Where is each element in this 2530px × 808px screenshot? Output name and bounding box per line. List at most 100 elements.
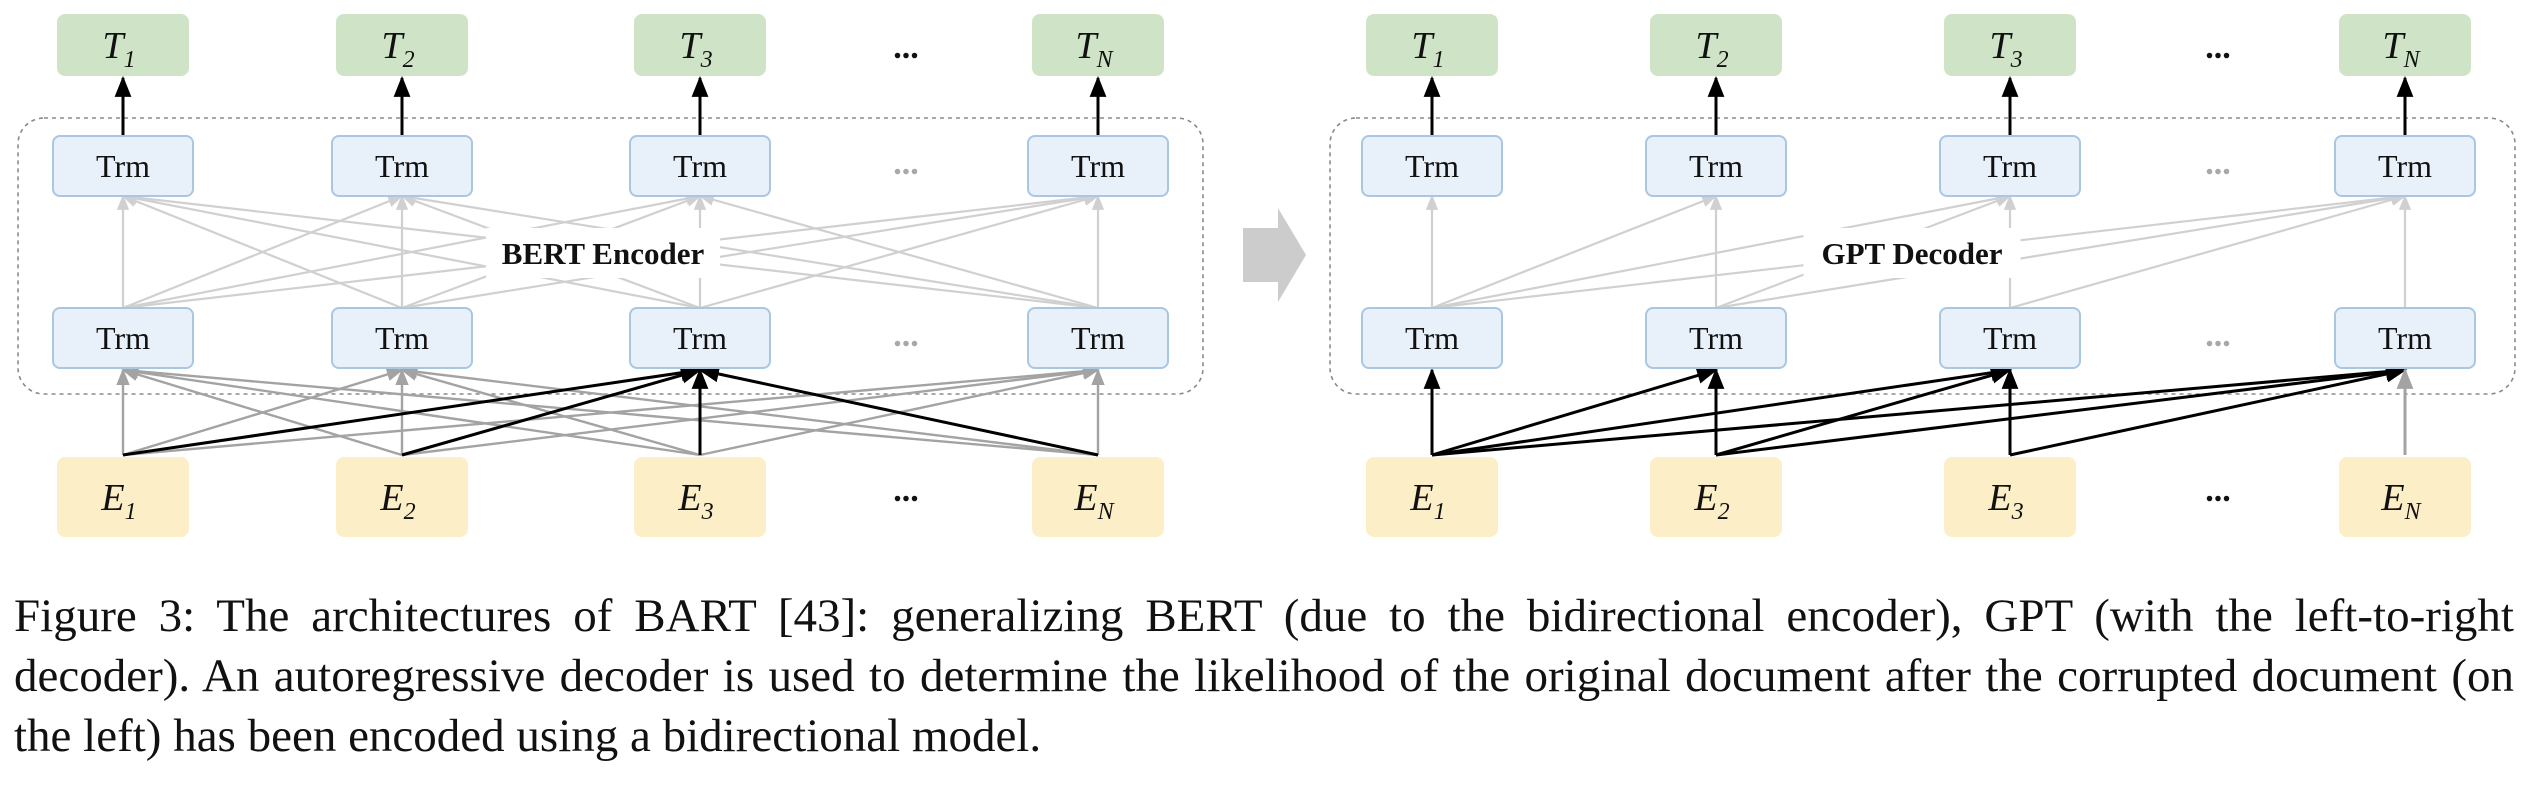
highlight-line (122, 364, 703, 457)
bert-encoder-panel: BERT EncoderTrmTrmTrmTrmTrmTrmTrmTrm....… (17, 14, 1204, 537)
output-token-1-label: T1 (1411, 25, 1444, 73)
trm-top-1 (52, 135, 194, 197)
attention-line (698, 193, 1099, 310)
input-token-3-box (634, 457, 766, 537)
ellipsis-2: ... (2205, 145, 2231, 182)
output-token-4-box (2339, 14, 2471, 76)
output-token-4-label: TN (2382, 25, 2421, 73)
bidirectional-line (121, 367, 403, 457)
input-token-4-box (1032, 457, 1164, 537)
transition-arrow (1243, 208, 1306, 302)
output-token-1-box (1366, 14, 1498, 76)
trm-top-4-label: Trm (2378, 148, 2432, 184)
input-token-4-box (2339, 457, 2471, 537)
output-token-2-box (336, 14, 468, 76)
trm-top-3-label: Trm (673, 148, 727, 184)
bidirectional-line (400, 365, 1099, 457)
attention-line (1431, 194, 1718, 310)
attention-line (1431, 192, 2012, 310)
input-token-3-label: E3 (1987, 477, 2023, 525)
causal-line (1715, 367, 2013, 457)
causal-line (1431, 363, 2408, 457)
ellipsis-3: ... (2205, 317, 2231, 354)
ellipsis-1: ... (893, 29, 919, 66)
trm-top-1-label: Trm (96, 148, 150, 184)
causal-line (1431, 367, 1719, 457)
trm-top-3 (629, 135, 771, 197)
trm-top-1-label: Trm (1405, 148, 1459, 184)
trm-top-2 (1645, 135, 1787, 197)
highlight-line (401, 367, 703, 457)
output-token-1-box (57, 14, 189, 76)
trm-bottom-1-label: Trm (1405, 320, 1459, 356)
ellipsis-4: ... (893, 472, 919, 509)
trm-top-2-label: Trm (375, 148, 429, 184)
ellipsis-4: ... (2205, 472, 2231, 509)
attention-line (400, 192, 1099, 310)
figure-caption: Figure 3: The architectures of BART [43]… (14, 590, 2514, 762)
title-backing (1803, 228, 2021, 278)
causal-line (1431, 364, 2013, 457)
trm-bottom-1-label: Trm (96, 320, 150, 356)
trm-bottom-2 (1645, 307, 1787, 369)
output-token-3-box (1944, 14, 2076, 76)
architecture-diagram: BERT EncoderTrmTrmTrmTrmTrmTrmTrmTrm....… (17, 14, 2516, 537)
trm-bottom-3 (629, 307, 771, 369)
gpt-decoder-panel: GPT DecoderTrmTrmTrmTrmTrmTrmTrmTrm.....… (1329, 14, 2516, 537)
attention-line (2009, 193, 2407, 310)
trm-bottom-2 (331, 307, 473, 369)
trm-top-1 (1361, 135, 1503, 197)
trm-top-3 (1939, 135, 2081, 197)
input-token-2-box (1650, 457, 1782, 537)
input-token-2-label: E2 (379, 477, 415, 525)
trm-bottom-1 (1361, 307, 1503, 369)
trm-bottom-1 (52, 307, 194, 369)
input-token-1-label: E1 (1409, 477, 1445, 525)
input-token-4-label: EN (1073, 477, 1115, 525)
trm-top-4 (2334, 135, 2476, 197)
output-token-3-label: T3 (1989, 25, 2022, 73)
trm-bottom-4 (1027, 307, 1169, 369)
causal-line (1715, 363, 2408, 457)
trm-bottom-3-label: Trm (1983, 320, 2037, 356)
trm-bottom-4 (2334, 307, 2476, 369)
block-title: GPT Decoder (1821, 236, 2002, 271)
output-token-2-label: T2 (1695, 25, 1728, 73)
input-token-1-label: E1 (100, 477, 136, 525)
output-token-3-box (634, 14, 766, 76)
trm-top-4 (1027, 135, 1169, 197)
attention-line (1715, 192, 2407, 310)
output-token-3-label: T3 (679, 25, 712, 73)
trm-top-4-label: Trm (1071, 148, 1125, 184)
trm-bottom-2-label: Trm (375, 320, 429, 356)
layer-container (1329, 117, 2516, 395)
input-token-1-box (57, 457, 189, 537)
input-attention-lines (116, 364, 1105, 457)
input-attention-lines (1423, 363, 2414, 457)
output-arrows (114, 75, 1107, 136)
output-token-2-box (1650, 14, 1782, 76)
highlight-line (697, 365, 1099, 457)
attention-line (121, 192, 701, 310)
block-title: BERT Encoder (502, 236, 705, 271)
trm-top-3-label: Trm (1983, 148, 2037, 184)
trm-bottom-4-label: Trm (1071, 320, 1125, 356)
input-token-2-box (336, 457, 468, 537)
attention-line (121, 194, 403, 310)
input-token-3-box (1944, 457, 2076, 537)
causal-line (2009, 365, 2408, 457)
right-arrow-icon (1243, 208, 1306, 302)
layer-container (17, 117, 1204, 395)
output-token-2-label: T2 (381, 25, 414, 73)
input-token-4-label: EN (2380, 477, 2422, 525)
input-token-2-label: E2 (1693, 477, 1729, 525)
trm-bottom-3-label: Trm (673, 320, 727, 356)
output-token-4-label: TN (1075, 25, 1114, 73)
ellipsis-1: ... (2205, 29, 2231, 66)
trm-bottom-3 (1939, 307, 2081, 369)
ellipsis-2: ... (893, 145, 919, 182)
trm-bottom-2-label: Trm (1689, 320, 1743, 356)
output-token-4-box (1032, 14, 1164, 76)
trm-bottom-4-label: Trm (2378, 320, 2432, 356)
